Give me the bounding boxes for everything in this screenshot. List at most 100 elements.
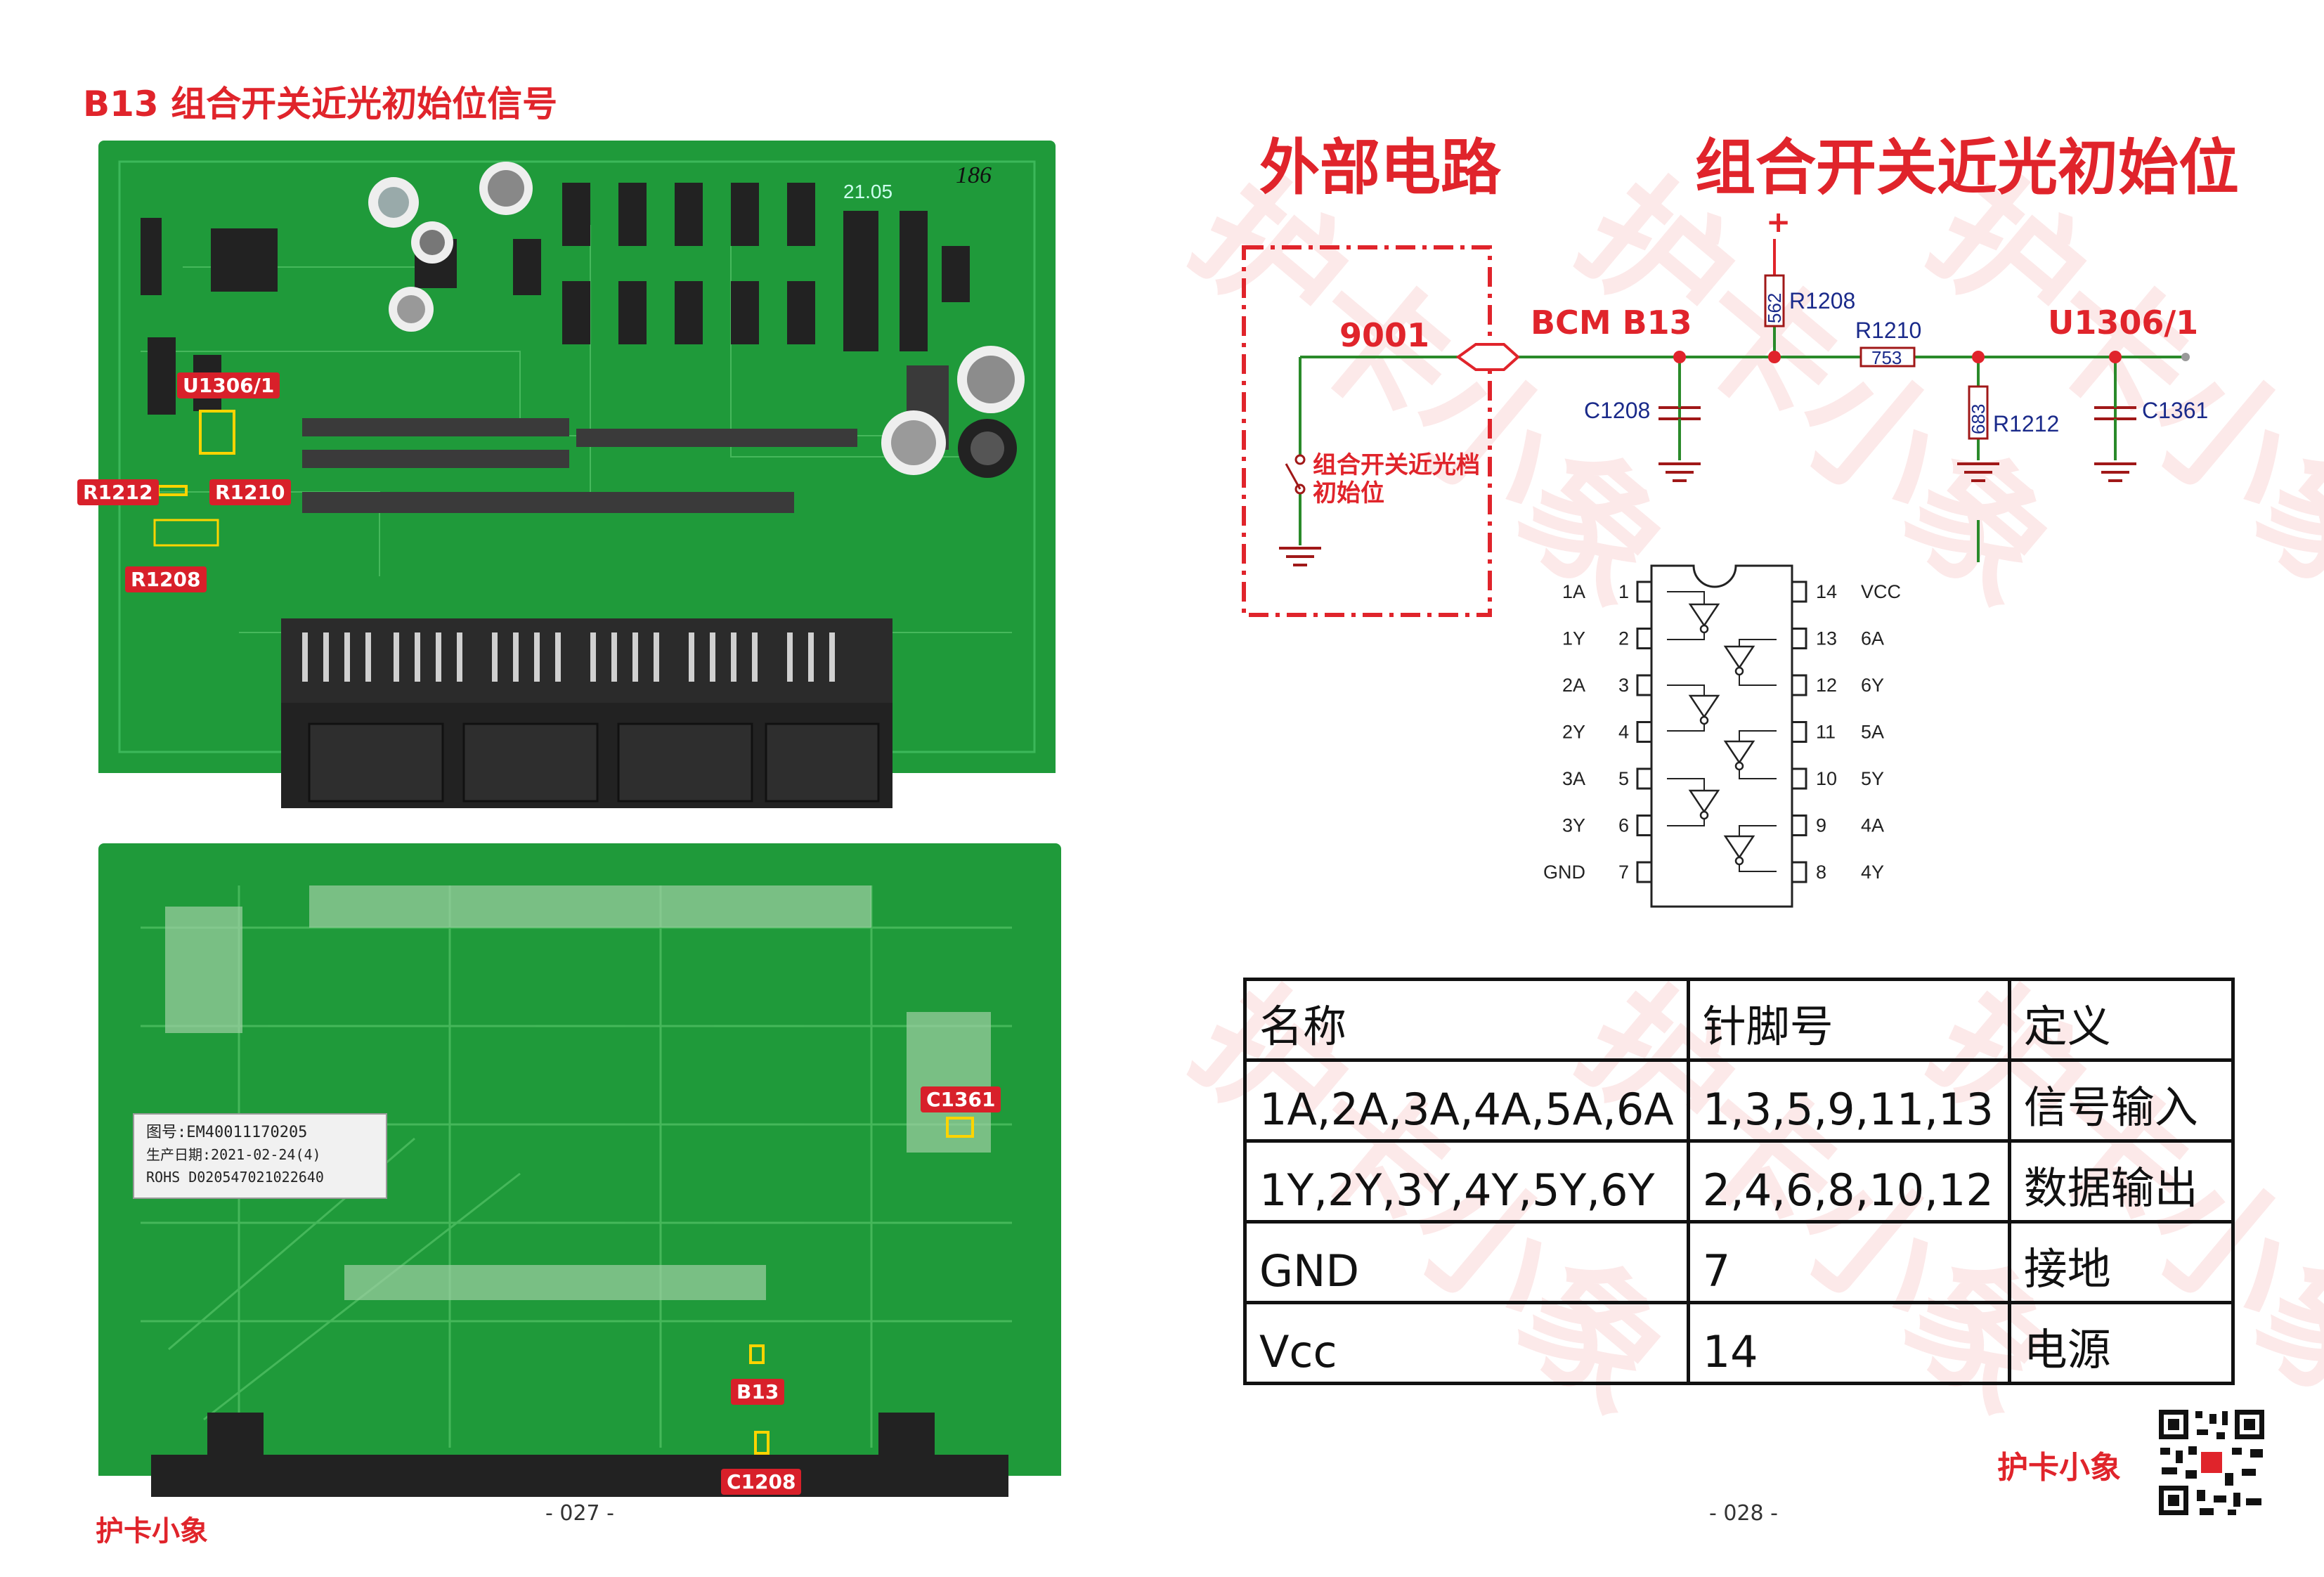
net-label-u1306: U1306/1 [2048, 304, 2199, 342]
ic-pin-number: 5 [1618, 768, 1629, 789]
ic-pin-name: 3A [1562, 768, 1585, 789]
switch-label-line1: 组合开关近光档 [1313, 451, 1480, 479]
ic-body [1650, 564, 1793, 908]
ic-pin-box [1791, 861, 1807, 883]
circuit-title: 组合开关近光初始位 [1695, 133, 2239, 203]
table-cell: 信号输入 [2007, 1058, 2235, 1143]
ic-pin-box [1636, 815, 1653, 836]
table-row: 1Y,2Y,3Y,4Y,5Y,6Y 2,4,6,8,10,12 数据输出 [1243, 1139, 2235, 1224]
switch-label: 组合开关近光档 初始位 [1313, 451, 1480, 507]
table-header: 针脚号 [1686, 978, 2011, 1062]
ic-pin-name: 5A [1861, 722, 1884, 743]
label-r1210: R1210 [1855, 318, 1922, 343]
ic-pin-box [1636, 580, 1653, 603]
switch-label-line2: 初始位 [1313, 479, 1384, 507]
ic-pin-number: 11 [1816, 722, 1836, 743]
ic-pin-number: 3 [1618, 675, 1629, 696]
pcb-bottom-photo: 图号:EM40011170205 生产日期:2021-02-24(4) ROHS… [98, 843, 1061, 1497]
page-title: B13 组合开关近光初始位信号 [83, 84, 558, 124]
page-number-left: - 027 - [545, 1501, 614, 1526]
r1212-value: 683 [1968, 404, 1989, 434]
inverter-gates [1688, 603, 1755, 866]
ic-pin-number: 10 [1816, 768, 1837, 789]
table-cell: Vcc [1243, 1301, 1690, 1385]
schematic: + 562 753 683 [1242, 211, 2190, 617]
ic-pin-box [1791, 815, 1807, 836]
connector-symbol [1455, 343, 1520, 371]
ic-pin-box [1636, 674, 1653, 696]
label-c1208: C1208 [1584, 398, 1651, 423]
ic-pin-number: 4 [1618, 722, 1629, 743]
supply-symbol: + [1766, 211, 1791, 239]
silkscreen-date: 21.05 [843, 181, 892, 202]
ic-pin-number: 6 [1618, 815, 1629, 836]
ic-pin-name: 1A [1562, 581, 1585, 602]
ground-symbols [1279, 462, 2136, 566]
junction-dots [1673, 351, 2122, 363]
ic-pin-number: 7 [1618, 862, 1629, 883]
label-c1361: C1361 [2142, 398, 2209, 423]
external-circuit-box [1242, 245, 1492, 617]
table-header-row: 名称 针脚号 定义 [1243, 978, 2235, 1062]
table-header: 定义 [2007, 978, 2235, 1062]
resistor-r1210 [1859, 346, 1916, 368]
ic-pin-box [1636, 721, 1653, 743]
external-circuit-title: 外部电路 [1259, 133, 1501, 203]
ic-pin-name: 4Y [1861, 862, 1884, 883]
ic-pin-box [1791, 580, 1807, 603]
ic-pin-number: 12 [1816, 675, 1837, 696]
ic-pin-box [1791, 721, 1807, 743]
ic-pin-name: 1Y [1562, 628, 1585, 649]
ic-pin-box [1636, 767, 1653, 790]
ic-pin-number: 2 [1618, 628, 1629, 649]
ic-pin-name: GND [1543, 862, 1585, 883]
ic-pin-number: 13 [1816, 628, 1837, 649]
resistor-r1212 [1968, 385, 1989, 440]
label-r1212: R1212 [1993, 411, 2060, 436]
ic-pin-name: 5Y [1861, 768, 1884, 789]
ic-pin-box [1791, 628, 1807, 649]
ic-pin-box [1791, 767, 1807, 790]
resistor-r1208 [1764, 274, 1785, 327]
pcb-label-c1208: C1208 [721, 1469, 802, 1495]
pcb-label-r1212: R1212 [77, 479, 159, 505]
table-cell: GND [1243, 1220, 1690, 1304]
table-cell: 1,3,5,9,11,13 [1686, 1058, 2011, 1143]
table-cell: 数据输出 [2007, 1139, 2235, 1224]
table-cell: 接地 [2007, 1220, 2235, 1304]
pcb-bottom-graphic: 图号:EM40011170205 生产日期:2021-02-24(4) ROHS… [98, 843, 1061, 1497]
sticker-line-1: 图号:EM40011170205 [146, 1124, 307, 1141]
ic-pin-number: 1 [1618, 581, 1629, 602]
table-row: 1A,2A,3A,4A,5A,6A 1,3,5,9,11,13 信号输入 [1243, 1058, 2235, 1143]
ic-pin-name: 6Y [1861, 675, 1884, 696]
ic-pin-name: 3Y [1562, 815, 1585, 836]
sticker-line-2: 生产日期:2021-02-24(4) [146, 1146, 321, 1163]
r1208-value: 562 [1764, 293, 1785, 323]
label-r1208: R1208 [1789, 288, 1856, 313]
table-header: 名称 [1243, 978, 1690, 1062]
table-row: GND 7 接地 [1243, 1220, 2235, 1304]
ic-pin-number: 8 [1816, 862, 1826, 883]
pcb-label-u1306: U1306/1 [177, 372, 280, 398]
qr-code-icon [2155, 1406, 2268, 1519]
pcb-label-b13: B13 [731, 1379, 785, 1405]
brand-logo-right: 护卡小象 [1997, 1450, 2121, 1486]
handwritten-note: 186 [956, 162, 992, 188]
net-label-bcm-b13: BCM B13 [1531, 304, 1692, 342]
pcb-label-c1361: C1361 [921, 1086, 1001, 1112]
sticker-line-3: ROHS D020547021022640 [146, 1169, 324, 1186]
table-cell: 电源 [2007, 1301, 2235, 1385]
pcb-label-r1208: R1208 [125, 566, 207, 592]
table-row: Vcc 14 电源 [1243, 1301, 2235, 1385]
table-cell: 1Y,2Y,3Y,4Y,5Y,6Y [1243, 1139, 1690, 1224]
pcb-top-graphic: 186 21.05 [98, 141, 1056, 808]
ic-pin-number: 14 [1816, 581, 1837, 602]
page-number-right: - 028 - [1709, 1501, 1778, 1526]
table-cell: 1A,2A,3A,4A,5A,6A [1243, 1058, 1690, 1143]
table-cell: 2,4,6,8,10,12 [1686, 1139, 2011, 1224]
ic-pin-name: 4A [1861, 815, 1884, 836]
table-cell: 7 [1686, 1220, 2011, 1304]
net-label-9001: 9001 [1339, 316, 1430, 354]
ic-pin-name: 6A [1861, 628, 1884, 649]
